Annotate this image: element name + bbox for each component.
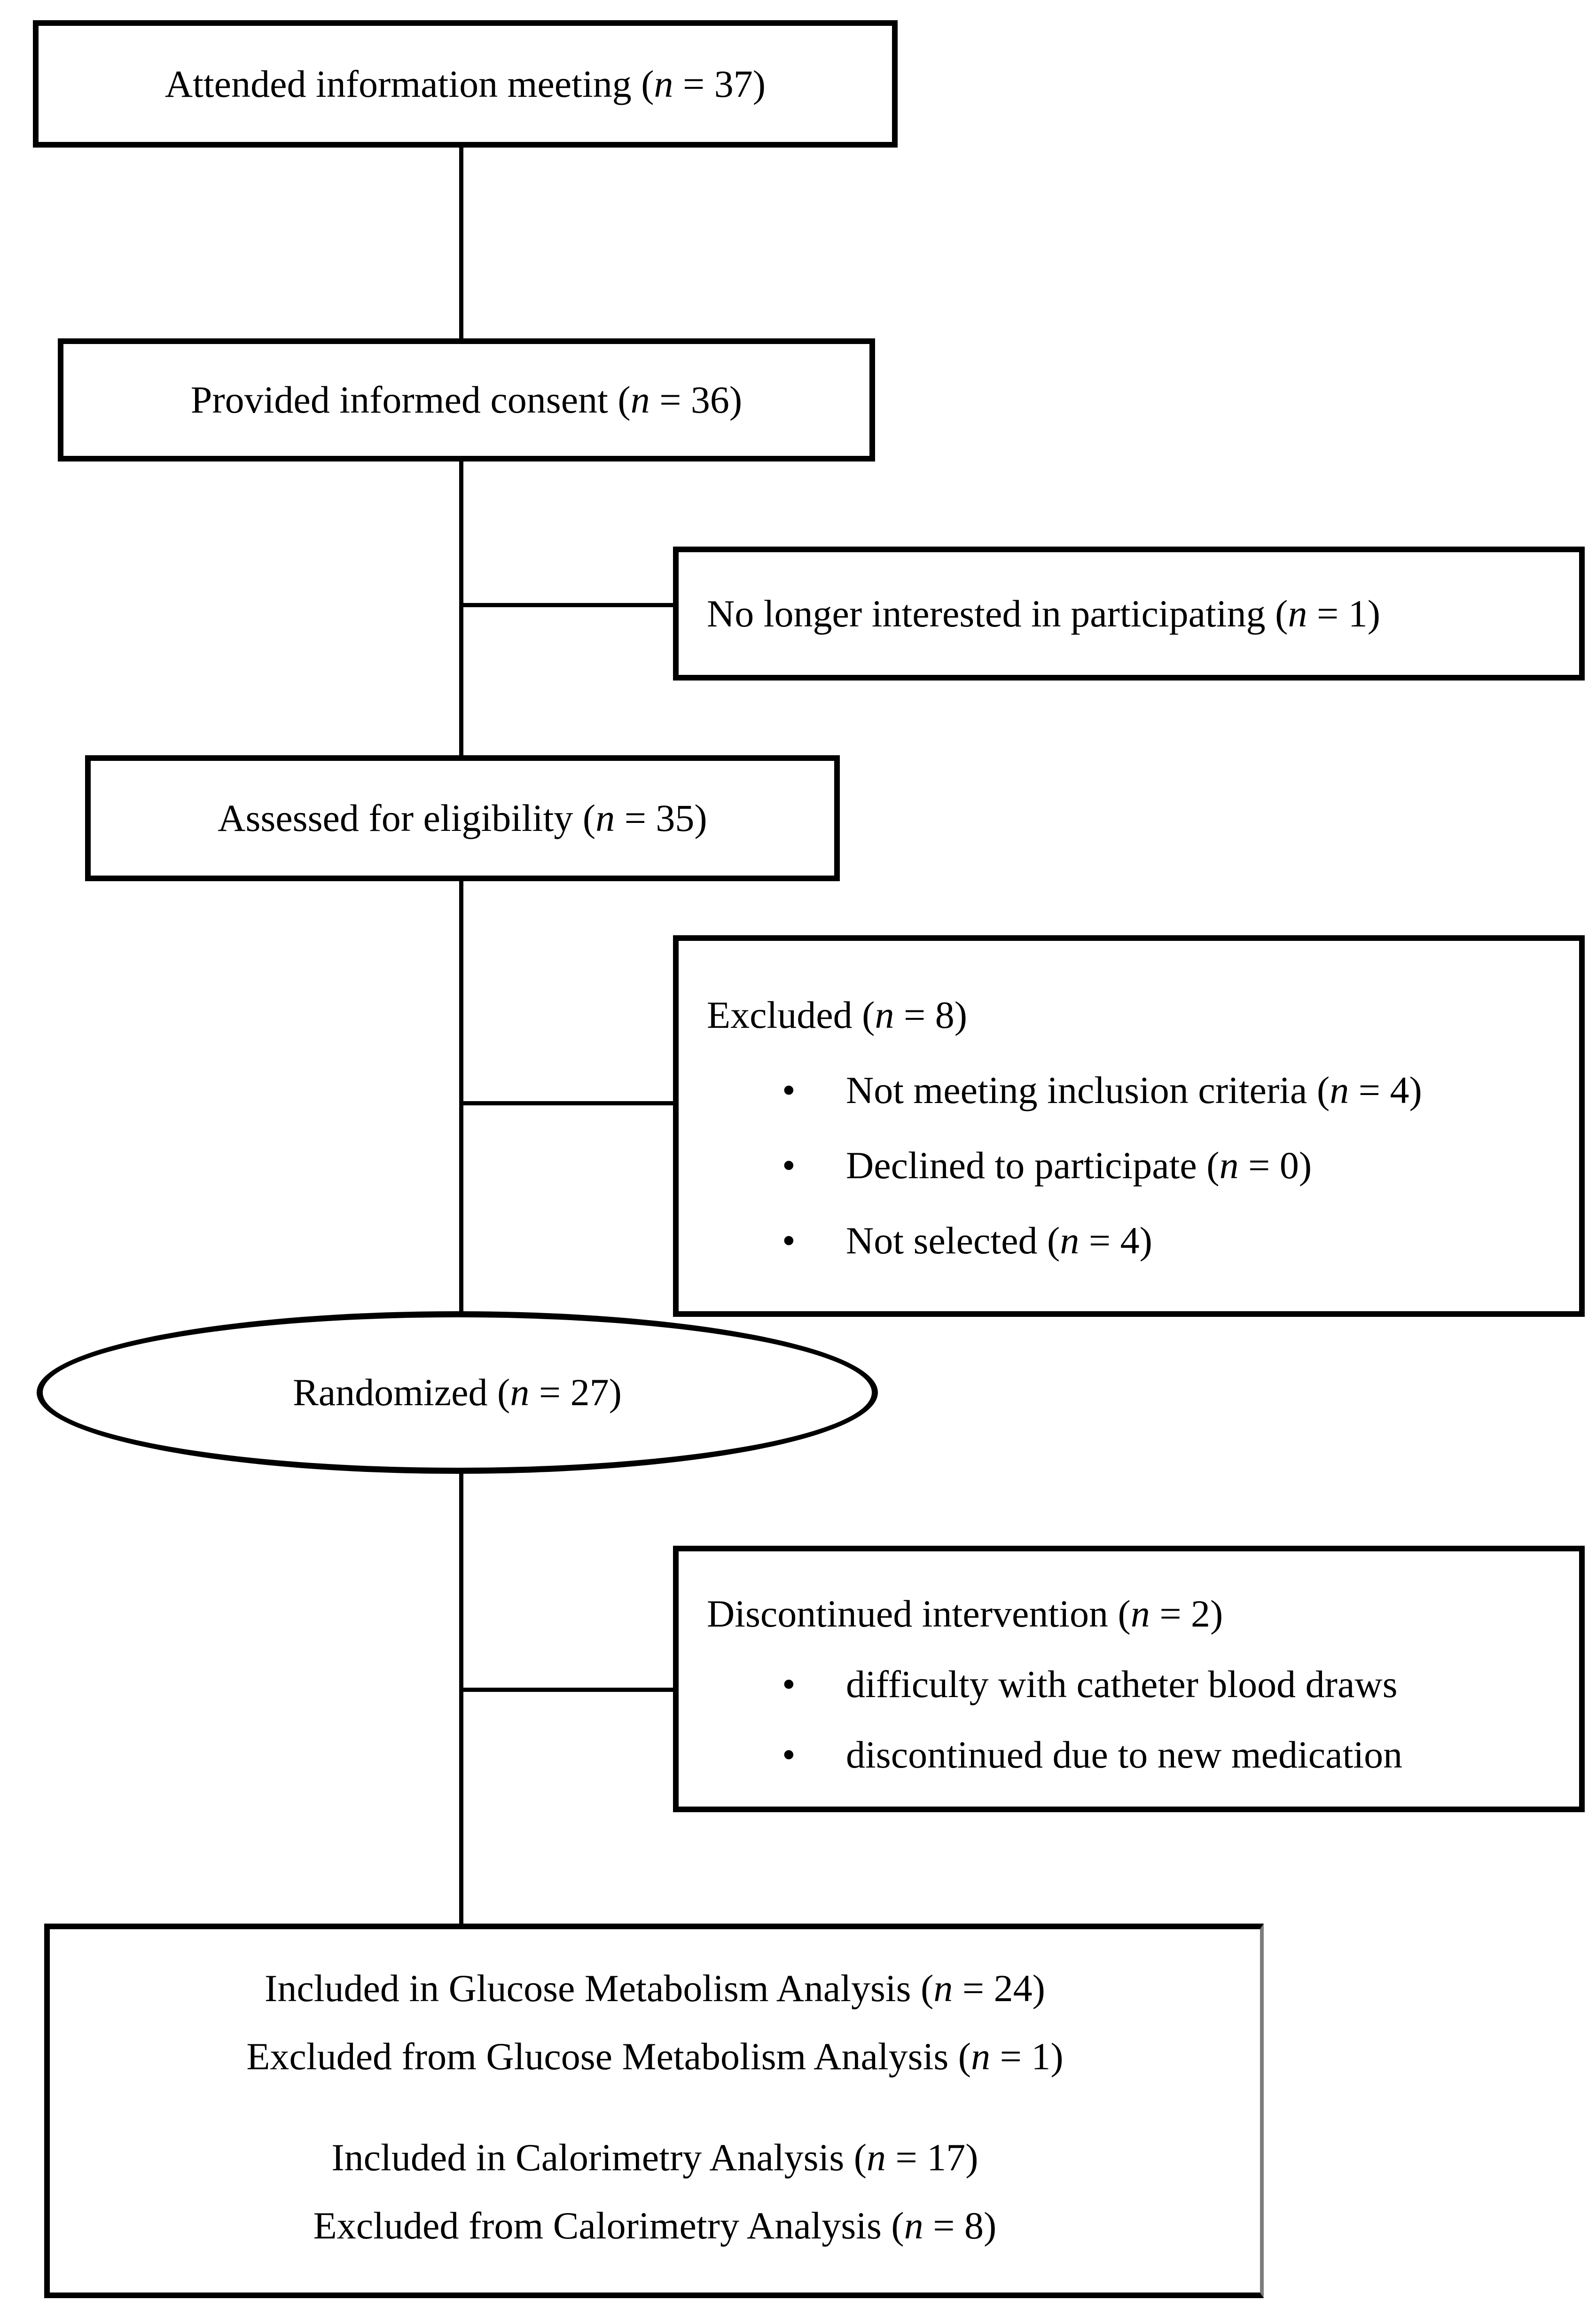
label-post: = 27) xyxy=(529,1371,622,1414)
label-post: = 1) xyxy=(1307,592,1381,635)
label-n: n xyxy=(1130,1592,1150,1635)
node-label: Randomized (n = 27) xyxy=(293,1370,622,1415)
analysis-line-row: Excluded from Glucose Metabolism Analysi… xyxy=(246,2022,1063,2090)
label-post: = 1) xyxy=(990,2034,1064,2078)
label-pre: Included in Calorimetry Analysis ( xyxy=(331,2136,867,2179)
analysis-line-row: Included in Calorimetry Analysis (n = 17… xyxy=(331,2123,978,2191)
label-post: = 24) xyxy=(953,1966,1045,2010)
label-pre: Included in Glucose Metabolism Analysis … xyxy=(265,1966,934,2010)
analysis-line: Excluded from Calorimetry Analysis (n = … xyxy=(313,2204,997,2248)
label-pre: Excluded from Calorimetry Analysis ( xyxy=(313,2204,904,2247)
excluded-title-row: Excluded (n = 8) xyxy=(707,978,1570,1053)
label-pre: Provided informed consent ( xyxy=(190,378,631,421)
connector-main-vertical xyxy=(459,146,463,1927)
label-post: = 35) xyxy=(615,797,707,839)
analysis-line-row: Included in Glucose Metabolism Analysis … xyxy=(265,1954,1045,2022)
label-n: n xyxy=(654,62,673,105)
label-post: = 4) xyxy=(1079,1219,1152,1262)
analysis-line: Included in Calorimetry Analysis (n = 17… xyxy=(331,2136,978,2180)
node-no-longer-interested: No longer interested in participating (n… xyxy=(673,547,1585,681)
label-pre: Not selected ( xyxy=(846,1219,1060,1262)
discontinued-title-row: Discontinued intervention (n = 2) xyxy=(707,1579,1570,1649)
connector-to-excluded xyxy=(461,1101,680,1105)
node-label: Attended information meeting (n = 37) xyxy=(165,62,766,106)
node-label: Excluded (n = 8) xyxy=(707,993,967,1037)
label-post: = 0) xyxy=(1238,1144,1312,1187)
label-post: = 4) xyxy=(1349,1069,1422,1111)
node-label: Provided informed consent (n = 36) xyxy=(191,378,743,422)
label-pre: Attended information meeting ( xyxy=(164,62,654,105)
excluded-bullet-row: • Not selected (n = 4) xyxy=(707,1203,1570,1278)
label-n: n xyxy=(904,2204,923,2247)
label-post: = 37) xyxy=(673,62,766,105)
label-pre: Not meeting inclusion criteria ( xyxy=(846,1069,1330,1111)
node-label: No longer interested in participating (n… xyxy=(707,592,1380,636)
node-discontinued-intervention: Discontinued intervention (n = 2) • diff… xyxy=(673,1546,1585,1812)
label-n: n xyxy=(867,2136,886,2179)
node-randomized: Randomized (n = 27) xyxy=(37,1311,878,1474)
bullet-label: Not selected (n = 4) xyxy=(846,1219,1152,1263)
excluded-bullet-row: • Declined to participate (n = 0) xyxy=(707,1128,1570,1203)
bullet-icon: • xyxy=(782,1144,796,1187)
label-pre: No longer interested in participating ( xyxy=(707,592,1288,635)
connector-to-discontinued xyxy=(461,1688,680,1692)
label-n: n xyxy=(875,994,894,1036)
analysis-line-row: Excluded from Calorimetry Analysis (n = … xyxy=(313,2191,997,2260)
node-label: Assessed for eligibility (n = 35) xyxy=(218,796,707,840)
label-n: n xyxy=(595,797,615,839)
discontinued-bullet-row: • difficulty with catheter blood draws xyxy=(707,1649,1570,1720)
label-pre: Excluded from Glucose Metabolism Analysi… xyxy=(246,2034,971,2078)
bullet-label: discontinued due to new medication xyxy=(846,1733,1402,1777)
node-assessed-eligibility: Assessed for eligibility (n = 35) xyxy=(85,755,840,881)
label-pre: discontinued due to new medication xyxy=(846,1733,1403,1776)
label-post: = 8) xyxy=(894,994,968,1036)
label-n: n xyxy=(1060,1219,1080,1262)
label-post: = 17) xyxy=(886,2136,978,2179)
node-analysis-summary: Included in Glucose Metabolism Analysis … xyxy=(44,1924,1264,2298)
label-n: n xyxy=(510,1371,530,1414)
node-excluded: Excluded (n = 8) • Not meeting inclusion… xyxy=(673,935,1585,1317)
label-pre: Excluded ( xyxy=(707,994,875,1036)
node-informed-consent: Provided informed consent (n = 36) xyxy=(58,338,875,462)
label-n: n xyxy=(1330,1069,1349,1111)
bullet-icon: • xyxy=(782,1663,796,1706)
bullet-label: Not meeting inclusion criteria (n = 4) xyxy=(846,1068,1422,1112)
label-n: n xyxy=(933,1966,953,2010)
connector-to-not-interested xyxy=(461,603,680,607)
label-pre: difficulty with catheter blood draws xyxy=(846,1663,1398,1706)
node-label: Discontinued intervention (n = 2) xyxy=(707,1592,1223,1636)
node-attended-meeting: Attended information meeting (n = 37) xyxy=(33,20,898,148)
excluded-bullet-row: • Not meeting inclusion criteria (n = 4) xyxy=(707,1053,1570,1128)
bullet-icon: • xyxy=(782,1219,796,1262)
label-pre: Declined to participate ( xyxy=(846,1144,1220,1187)
label-post: = 8) xyxy=(923,2204,997,2247)
label-pre: Randomized ( xyxy=(293,1371,510,1414)
analysis-line: Excluded from Glucose Metabolism Analysi… xyxy=(246,2034,1063,2079)
label-post: = 36) xyxy=(649,378,743,421)
bullet-label: difficulty with catheter blood draws xyxy=(846,1662,1398,1706)
analysis-line: Included in Glucose Metabolism Analysis … xyxy=(265,1966,1045,2011)
bullet-label: Declined to participate (n = 0) xyxy=(846,1143,1312,1188)
label-pre: Assessed for eligibility ( xyxy=(218,797,596,839)
label-n: n xyxy=(1288,592,1307,635)
discontinued-bullet-row: • discontinued due to new medication xyxy=(707,1720,1570,1790)
bullet-icon: • xyxy=(782,1069,796,1111)
bullet-icon: • xyxy=(782,1733,796,1776)
label-pre: Discontinued intervention ( xyxy=(707,1592,1131,1635)
label-post: = 2) xyxy=(1150,1592,1223,1635)
label-n: n xyxy=(1219,1144,1239,1187)
label-n: n xyxy=(630,378,650,421)
label-n: n xyxy=(971,2034,991,2078)
